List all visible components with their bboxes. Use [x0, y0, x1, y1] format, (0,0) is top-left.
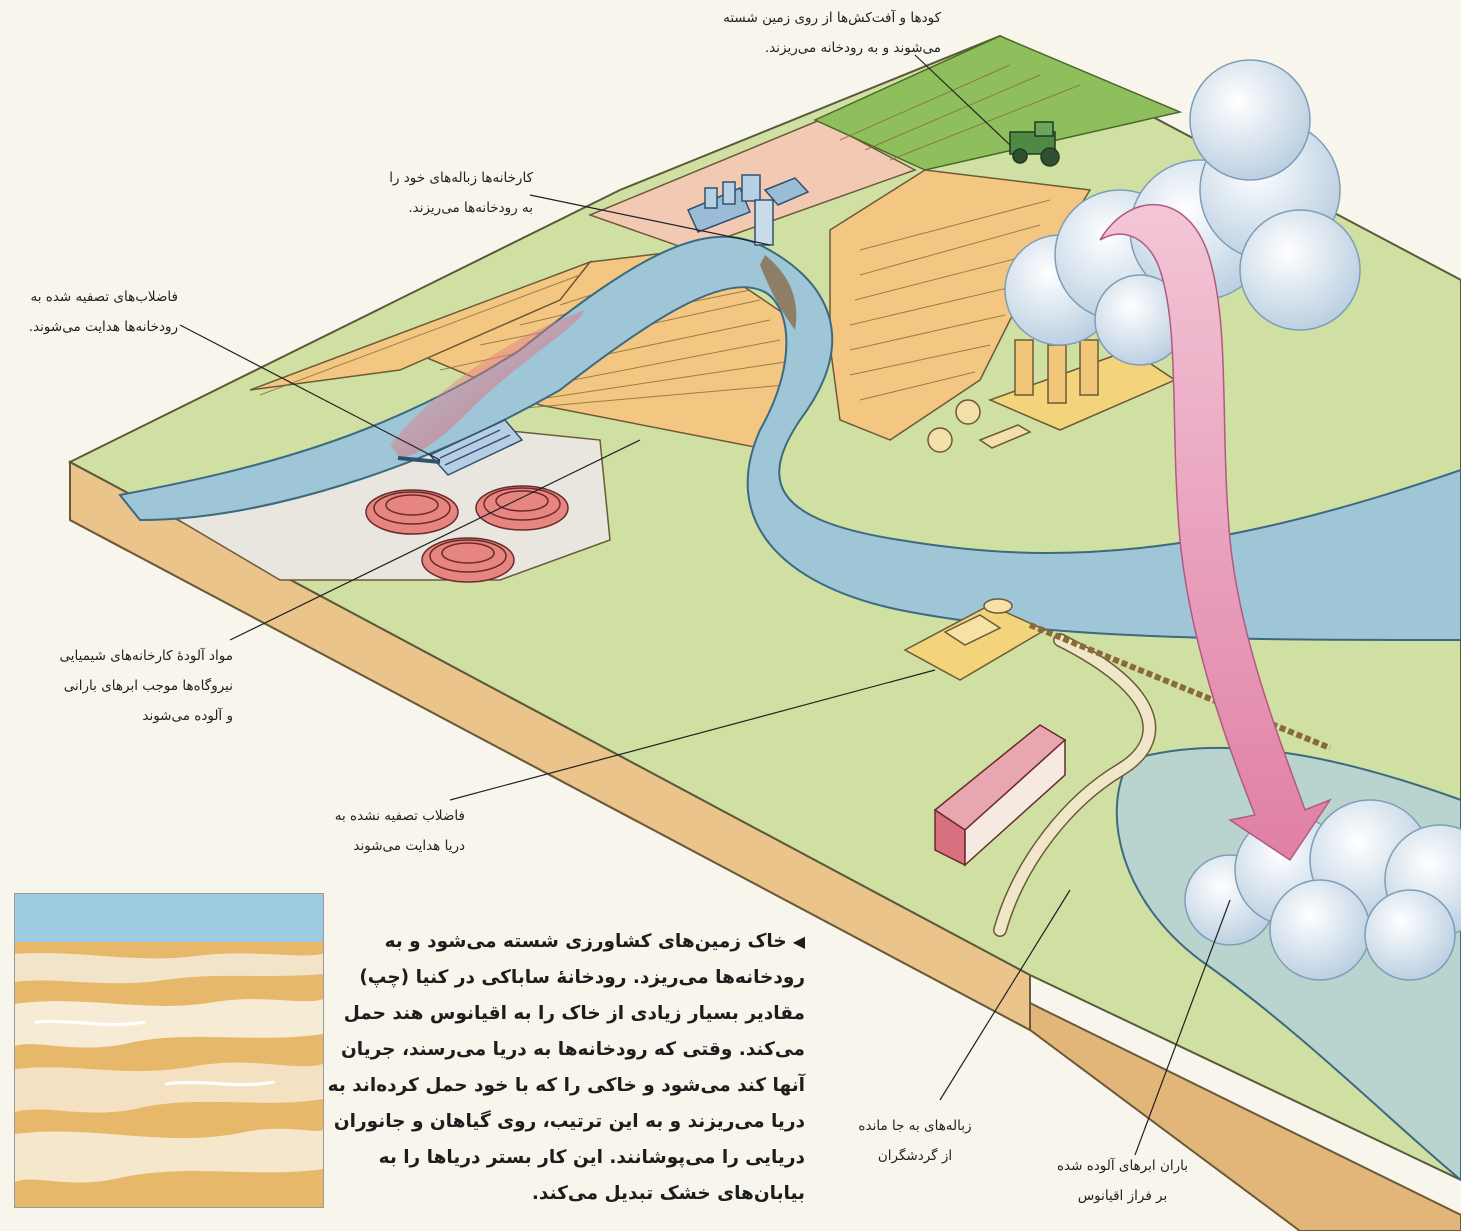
label-line: کارخانه‌ها زباله‌های خود را: [340, 163, 533, 193]
label-polluted-rain: باران ابرهای آلوده شده بر فراز اقیانوس: [1040, 1151, 1205, 1211]
label-fertilizers: کودها و آفت‌کش‌ها از روی زمین شسته می‌شو…: [676, 3, 941, 63]
caption-line: مقادیر بسیار زیادی از خاک را به اقیانوس …: [330, 996, 805, 1032]
label-line: زباله‌های به جا مانده: [840, 1111, 990, 1141]
caption-text: خاک زمین‌های کشاورزی شسته می‌شود و به: [385, 931, 787, 952]
label-line: و آلوده می‌شوند: [10, 701, 233, 731]
label-line: دریا هدایت می‌شوند: [300, 831, 465, 861]
label-factories: کارخانه‌ها زباله‌های خود را به رودخانه‌ه…: [340, 163, 533, 223]
label-line: رودخانه‌ها هدایت می‌شوند.: [0, 312, 178, 342]
caption-line: رودخانه‌ها می‌ریزد. رودخانهٔ ساباکی در ک…: [330, 960, 805, 996]
label-treated-sewage: فاضلاب‌های تصفیه شده به رودخانه‌ها هدایت…: [0, 282, 178, 342]
label-line: کودها و آفت‌کش‌ها از روی زمین شسته: [676, 3, 941, 33]
label-line: بر فراز اقیانوس: [1040, 1181, 1205, 1211]
label-chemical-waste: مواد آلودهٔ کارخانه‌های شیمیایی نیروگاه‌…: [10, 641, 233, 731]
label-line: فاضلاب تصفیه نشده به: [300, 801, 465, 831]
label-line: می‌شوند و به رودخانه می‌ریزند.: [676, 33, 941, 63]
label-line: باران ابرهای آلوده شده: [1040, 1151, 1205, 1181]
label-line: مواد آلودهٔ کارخانه‌های شیمیایی: [10, 641, 233, 671]
caption-line: دریا می‌ریزند و به این ترتیب، روی گیاهان…: [330, 1104, 805, 1140]
label-untreated-sewage: فاضلاب تصفیه نشده به دریا هدایت می‌شوند: [300, 801, 465, 861]
label-line: از گردشگران: [840, 1141, 990, 1171]
caption-paragraph: ◀ خاک زمین‌های کشاورزی شسته می‌شود و به ر…: [330, 924, 805, 1212]
label-line: فاضلاب‌های تصفیه شده به: [0, 282, 178, 312]
caption-line: می‌کند. وقتی که رودخانه‌ها به دریا می‌رس…: [330, 1032, 805, 1068]
label-line: به رودخانه‌ها می‌ریزند.: [340, 193, 533, 223]
caption-line: بیابان‌های خشک تبدیل می‌کند.: [330, 1176, 805, 1212]
river-mouth-photo: [14, 893, 324, 1208]
caption-marker-icon: ◀: [793, 932, 805, 951]
caption-line: ◀ خاک زمین‌های کشاورزی شسته می‌شود و به: [330, 924, 805, 960]
caption-line: دریایی را می‌پوشانند. این کار بستر دریاه…: [330, 1140, 805, 1176]
label-tourist-litter: زباله‌های به جا مانده از گردشگران: [840, 1111, 990, 1171]
label-line: نیروگاه‌ها موجب ابرهای بارانی: [10, 671, 233, 701]
caption-line: آنها کند می‌شود و خاکی را که با خود حمل …: [330, 1068, 805, 1104]
